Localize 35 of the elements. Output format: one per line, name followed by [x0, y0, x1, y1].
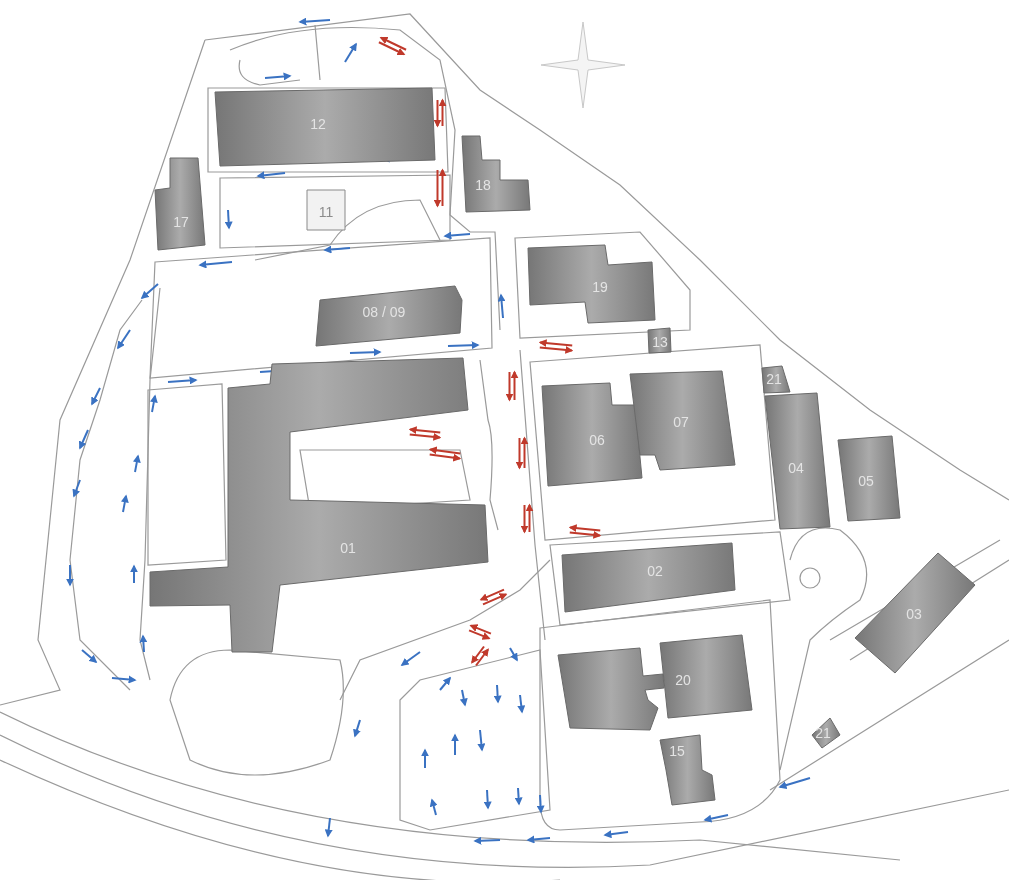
building-number: 19 — [592, 280, 608, 294]
building-number: 21 — [815, 726, 831, 740]
building-number: 02 — [647, 564, 663, 578]
building — [316, 286, 462, 346]
building-number: 06 — [589, 433, 605, 447]
building-number: 20 — [675, 673, 691, 687]
building-number: 13 — [652, 335, 668, 349]
building — [562, 543, 735, 612]
building-number: 21 — [766, 372, 782, 386]
building-number: 05 — [858, 474, 874, 488]
building — [542, 383, 642, 486]
building — [765, 393, 830, 529]
building-number: 12 — [310, 117, 326, 131]
building-number: 03 — [906, 607, 922, 621]
building — [155, 158, 205, 250]
building — [660, 735, 715, 805]
building — [558, 635, 752, 730]
building-number: 11 — [318, 205, 334, 219]
building-number: 15 — [669, 744, 685, 758]
building — [150, 358, 488, 652]
building — [462, 136, 530, 212]
building — [215, 88, 435, 166]
building-number: 18 — [475, 178, 491, 192]
building-number: 17 — [173, 215, 189, 229]
building — [630, 371, 735, 470]
building — [812, 718, 840, 748]
building-number: 07 — [673, 415, 689, 429]
building-number: 04 — [788, 461, 804, 475]
building — [838, 436, 900, 521]
building — [528, 245, 655, 323]
building-number: 01 — [340, 541, 356, 555]
building — [855, 553, 975, 673]
building — [307, 190, 345, 230]
building — [648, 328, 671, 353]
building-number: 08 / 09 — [362, 305, 406, 319]
